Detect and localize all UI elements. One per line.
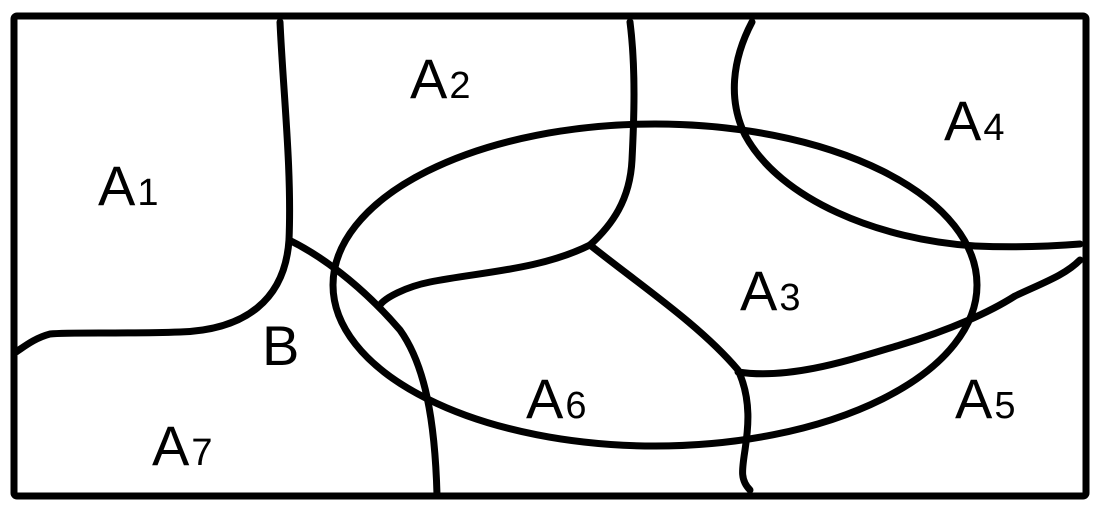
boundary-a4	[730, 18, 1084, 251]
boundary-a3-a5	[734, 256, 1084, 378]
label-a6: A6	[526, 367, 587, 430]
label-a7: A7	[152, 414, 213, 477]
boundary-b-a6	[285, 236, 441, 499]
label-a4: A4	[944, 89, 1005, 152]
label-a3: A3	[740, 259, 801, 322]
outer-frame	[10, 12, 1090, 500]
boundary-a2-a3	[586, 18, 638, 249]
label-a2: A2	[410, 47, 471, 110]
boundary-a1-a2	[12, 18, 294, 356]
label-a1: A1	[98, 154, 159, 217]
boundary-a6-a3	[586, 241, 754, 494]
boundary-a2-a6	[376, 241, 594, 309]
label-a5: A5	[955, 367, 1016, 430]
label-b: B	[262, 314, 299, 377]
central-ellipse	[329, 120, 981, 450]
